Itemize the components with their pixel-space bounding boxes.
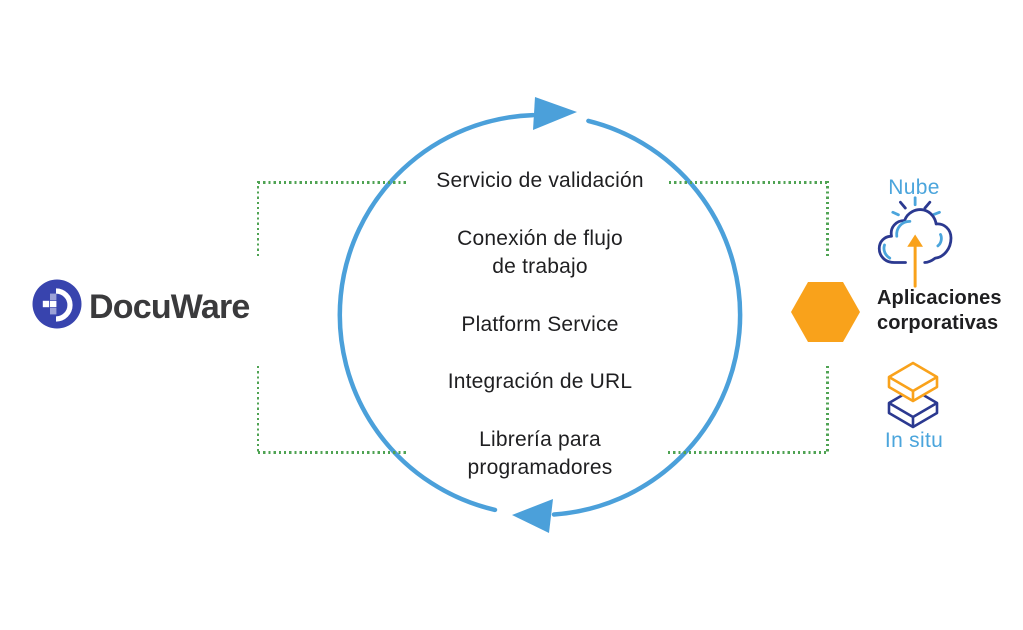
connector-top-right-line [669,181,828,184]
connector-bottom-right-line [668,451,828,454]
docuware-logo-icon [32,279,82,329]
onprem-section-label: In situ [884,429,944,452]
connector-left-top-stub [256,181,260,257]
connector-bottom-left-line [258,451,406,454]
cycle-item-url-integration: Integración de URL [447,370,633,393]
cycle-item-platform-service: Platform Service [461,313,619,336]
corporate-apps-label: Aplicaciones corporativas [877,287,1002,334]
arrow-right-icon [533,97,577,130]
brand-wordmark: DocuWare [89,288,250,326]
connector-right-bottom-stub [826,366,829,453]
connector-right-top-stub [826,181,829,257]
hexagon-icon [791,282,860,342]
cloud-section-label: Nube [888,176,940,199]
cloud-upload-icon [877,196,953,288]
connector-top-left-line [258,181,408,184]
cycle-item-validation-service: Servicio de validación [436,169,644,192]
stacked-boxes-icon [887,361,939,429]
connector-left-bottom-stub [256,366,260,453]
arrow-left-icon [512,499,553,533]
cycle-item-workflow-connection: Conexión de flujo de trabajo [457,227,623,278]
circular-arrows-icon [337,97,743,533]
cycle-item-developer-library: Librería para programadores [467,428,613,479]
